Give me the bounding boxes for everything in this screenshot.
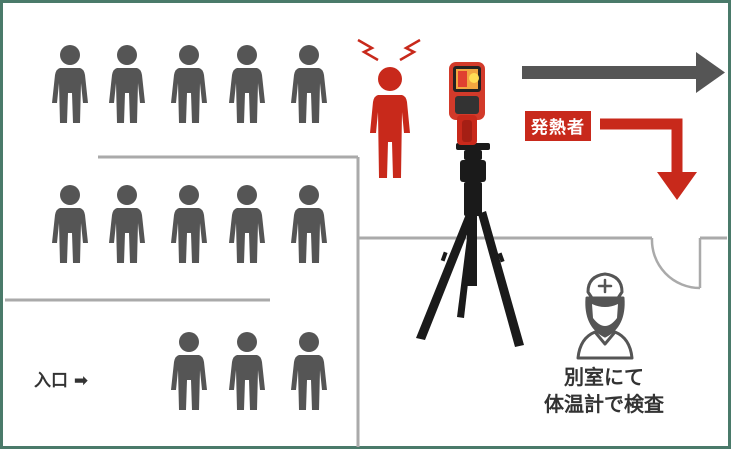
entrance-label: 入口 ➡	[34, 371, 89, 391]
fever-person-icon	[370, 67, 410, 178]
fever-person-label: 発熱者	[525, 111, 591, 141]
separate-room-line-2: 体温計で検査	[544, 392, 664, 416]
person-icon	[52, 45, 88, 123]
person-icon	[52, 185, 88, 263]
person-icon	[109, 185, 145, 263]
person-icon	[291, 45, 327, 123]
walls	[5, 155, 727, 447]
queue-row-2	[52, 185, 327, 263]
person-icon	[291, 332, 327, 410]
door-icon	[650, 237, 702, 290]
person-icon	[229, 185, 265, 263]
flow-arrow	[522, 52, 725, 93]
separate-room-line-1: 別室にて	[564, 365, 644, 389]
queue-row-1	[52, 45, 327, 123]
tripod-icon	[416, 143, 524, 347]
person-icon	[171, 332, 207, 410]
person-icon	[229, 45, 265, 123]
nurse-icon	[576, 272, 634, 360]
person-icon	[229, 332, 265, 410]
person-icon	[171, 45, 207, 123]
person-icon	[171, 185, 207, 263]
fever-route-arrow	[600, 118, 697, 200]
alert-icon	[357, 38, 421, 62]
thermal-camera-icon	[449, 62, 485, 145]
person-icon	[291, 185, 327, 263]
separate-room-label: 別室にて 体温計で検査	[528, 364, 680, 418]
person-icon	[109, 45, 145, 123]
queue-row-3	[171, 332, 327, 410]
